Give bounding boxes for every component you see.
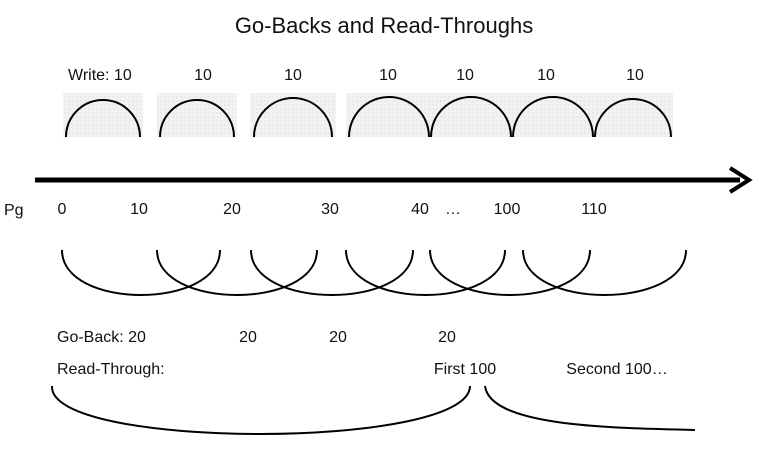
read-through-second-label: Second 100… [566, 361, 667, 378]
go-back-arc [345, 249, 506, 296]
timeline-arrow [35, 166, 753, 194]
page-tick: 30 [321, 201, 339, 218]
write-segment [157, 93, 237, 138]
diagram-title: Go-Backs and Read-Throughs [235, 13, 533, 38]
read-through-label: Read-Through: [57, 361, 165, 378]
go-back-label: Go-Back: 20 [57, 329, 146, 346]
read-through-labels: Read-Through: First 100 Second 100… [57, 361, 668, 378]
write-segment [346, 93, 673, 138]
go-back-arcs [61, 249, 687, 296]
page-tick: 100 [494, 201, 521, 218]
page-axis: Pg 0 10 20 30 40 … 100 110 [4, 201, 607, 219]
read-through-second-curve [484, 385, 696, 431]
go-back-arc [250, 249, 414, 296]
page-tick: 10 [130, 201, 148, 218]
write-labels: Write: 10 10 10 10 10 10 10 [68, 67, 644, 84]
write-label: Write: 10 [68, 67, 132, 84]
page-tick: 20 [223, 201, 241, 218]
read-through-first-label: First 100 [434, 361, 496, 378]
write-label: 10 [194, 67, 212, 84]
page-axis-label: Pg [4, 202, 24, 219]
read-through-first-curve [50, 385, 471, 435]
page-tick: … [445, 201, 461, 218]
go-back-label: 20 [438, 329, 456, 346]
write-label: 10 [379, 67, 397, 84]
write-segment [63, 93, 143, 138]
read-through-curves [50, 385, 696, 435]
write-label: 10 [626, 67, 644, 84]
go-back-label: 20 [239, 329, 257, 346]
write-label: 10 [537, 67, 555, 84]
page-tick: 40 [411, 201, 429, 218]
write-label: 10 [456, 67, 474, 84]
write-label: 10 [284, 67, 302, 84]
page-tick: 0 [58, 201, 67, 218]
go-back-arc [522, 249, 687, 296]
go-back-label: 20 [329, 329, 347, 346]
go-back-arc [61, 249, 221, 296]
go-back-labels: Go-Back: 20 20 20 20 [57, 329, 456, 346]
write-segment [250, 93, 336, 138]
page-tick: 110 [581, 201, 607, 218]
go-back-arc [156, 249, 318, 296]
go-back-arc [429, 249, 591, 296]
write-segments [63, 93, 673, 138]
